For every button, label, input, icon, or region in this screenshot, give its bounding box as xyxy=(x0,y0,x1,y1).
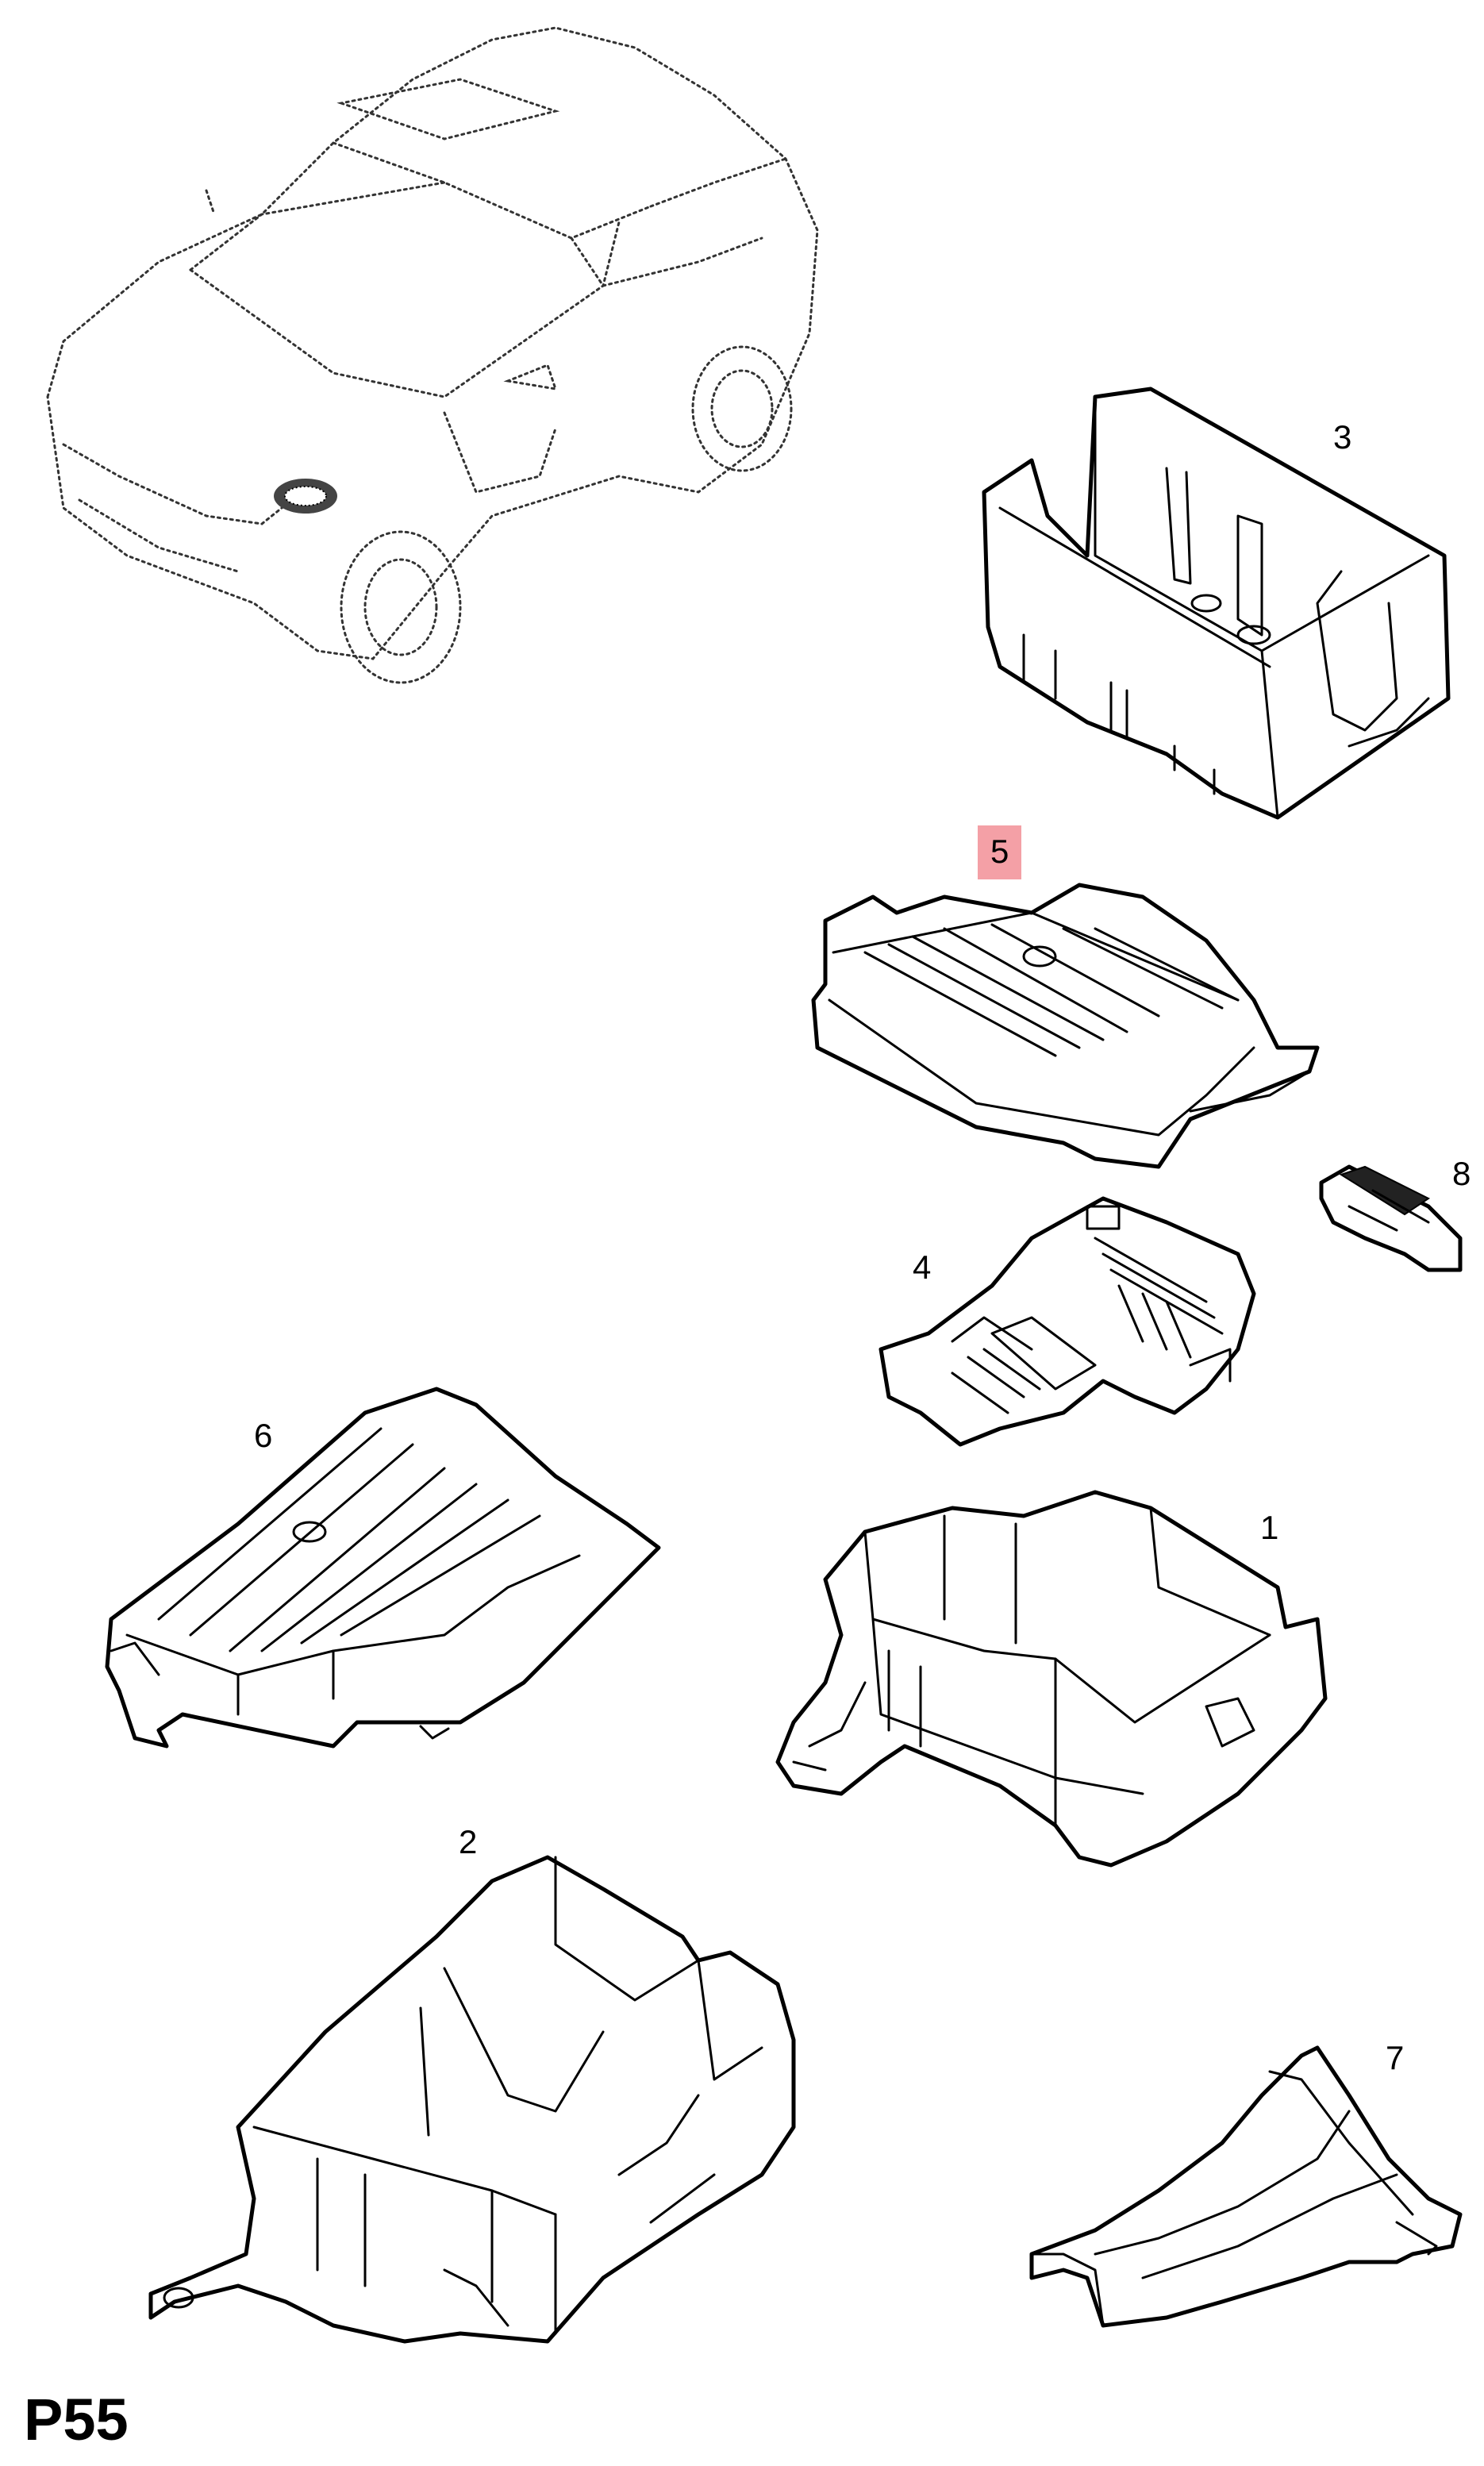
part-callout-2: 2 xyxy=(459,1823,478,1860)
part-callout-5-highlighted: 5 xyxy=(978,825,1022,879)
fuse-box-location-icon xyxy=(274,479,337,514)
relay-fuse-block-icon xyxy=(878,1196,1256,1447)
part-callout-1: 1 xyxy=(1260,1509,1279,1546)
fuse-box-housing-icon xyxy=(775,1490,1328,1868)
fuse-box-bracket-icon xyxy=(148,1855,796,2344)
battery-terminal-cover-icon xyxy=(982,387,1451,820)
fuse-box-cover-icon xyxy=(105,1387,661,1749)
part-callout-7: 7 xyxy=(1386,2039,1405,2076)
fuse-box-lid-icon xyxy=(811,883,1320,1169)
cable-duct-icon xyxy=(1029,2045,1463,2328)
clip-icon xyxy=(1319,1164,1463,1272)
part-callout-4: 4 xyxy=(913,1248,932,1286)
page-code: P55 xyxy=(24,2387,129,2453)
part-callout-3: 3 xyxy=(1333,418,1352,456)
part-callout-8: 8 xyxy=(1452,1155,1471,1192)
part-callout-6: 6 xyxy=(254,1417,273,1454)
vehicle-location-icon xyxy=(46,26,819,684)
